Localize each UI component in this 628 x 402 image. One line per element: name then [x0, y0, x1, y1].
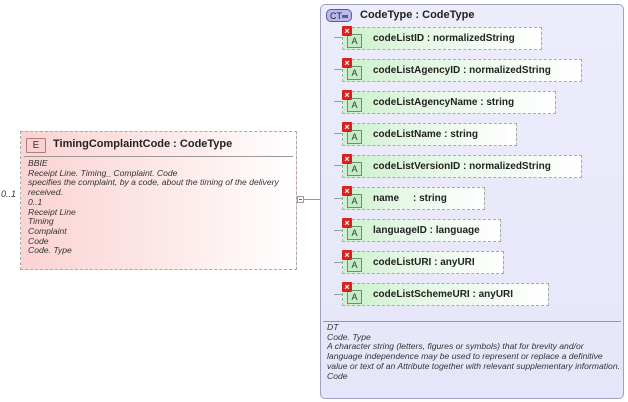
attribute-code-list-scheme-uri[interactable]: A × codeListSchemeURI : anyURI — [342, 282, 549, 306]
prohibited-x-icon: × — [342, 90, 352, 100]
attribute-code-list-version-id[interactable]: A × codeListVersionID : normalizedString — [342, 154, 582, 178]
attribute-connector — [334, 69, 342, 70]
attribute-connector — [334, 198, 342, 199]
attribute-label: codeListURI : anyURI — [373, 257, 475, 268]
complex-type-badge-icon: CT — [326, 9, 352, 22]
attribute-label: codeListSchemeURI : anyURI — [373, 289, 514, 300]
connector-line — [304, 199, 334, 200]
element-note-line: 0..1 — [28, 196, 43, 207]
attribute-connector — [334, 133, 342, 134]
element-note-line: Code — [28, 235, 49, 246]
element-note-line: specifies the complaint, by a code, abou… — [28, 177, 279, 198]
occurrence-label: 0..1 — [1, 189, 17, 199]
prohibited-x-icon: × — [342, 26, 352, 36]
element-note-line: BBIE — [28, 158, 48, 168]
attribute-code-list-agency-id[interactable]: A × codeListAgencyID : normalizedString — [342, 58, 582, 82]
type-note-line: DT — [327, 322, 339, 332]
prohibited-x-icon: × — [342, 58, 352, 68]
element-annotation: BBIE Receipt Line. Timing_ Complaint. Co… — [28, 158, 294, 256]
attribute-name[interactable]: A × name : string — [342, 186, 485, 210]
attribute-label: codeListVersionID : normalizedString — [373, 161, 551, 172]
type-note-line: Code. Type — [327, 331, 371, 342]
complex-type-divider — [323, 321, 621, 322]
prohibited-x-icon: × — [342, 218, 352, 228]
element-title: TimingComplaintCode : CodeType — [53, 138, 233, 150]
attribute-label: codeListAgencyID : normalizedString — [373, 65, 551, 76]
attribute-language-id[interactable]: A × languageID : language — [342, 218, 501, 242]
element-note-line: Timing — [28, 216, 54, 227]
attribute-connector — [334, 230, 342, 231]
attribute-code-list-agency-name[interactable]: A × codeListAgencyName : string — [342, 90, 556, 114]
attribute-label: codeListAgencyName : string — [373, 97, 515, 108]
attribute-connector — [334, 165, 342, 166]
attribute-label: languageID : language — [373, 225, 480, 236]
complex-type-annotation: DT Code. Type A character string (letter… — [327, 322, 621, 381]
attribute-badge-icon: A — [347, 290, 362, 304]
prohibited-x-icon: × — [342, 122, 352, 132]
prohibited-x-icon: × — [342, 250, 352, 260]
attribute-badge-icon: A — [347, 66, 362, 80]
element-note-line: Receipt Line. Timing_ Complaint. Code — [28, 167, 178, 178]
type-note-line: A character string (letters, figures or … — [327, 341, 620, 371]
element-note-line: Code. Type — [28, 245, 72, 256]
prohibited-x-icon: × — [342, 154, 352, 164]
attribute-connector — [334, 294, 342, 295]
attribute-badge-icon: A — [347, 194, 362, 208]
attribute-label: codeListName : string — [373, 129, 479, 140]
element-note-line: Receipt Line — [28, 206, 76, 217]
prohibited-x-icon: × — [342, 186, 352, 196]
collapse-toggle-icon[interactable] — [297, 196, 304, 203]
attribute-code-list-name[interactable]: A × codeListName : string — [342, 122, 517, 146]
attribute-badge-icon: A — [347, 162, 362, 176]
element-note-line: Complaint — [28, 225, 67, 236]
attribute-code-list-uri[interactable]: A × codeListURI : anyURI — [342, 250, 504, 274]
element-box[interactable]: E TimingComplaintCode : CodeType BBIE Re… — [20, 131, 297, 270]
attribute-badge-icon: A — [347, 34, 362, 48]
attribute-connector — [334, 37, 342, 38]
attribute-connector — [334, 262, 342, 263]
element-divider — [24, 156, 293, 157]
attribute-badge-icon: A — [347, 226, 362, 240]
attribute-code-list-id[interactable]: A × codeListID : normalizedString — [342, 26, 542, 50]
attribute-badge-icon: A — [347, 98, 362, 112]
element-badge-icon: E — [26, 138, 46, 153]
prohibited-x-icon: × — [342, 282, 352, 292]
attribute-label: name : string — [373, 193, 447, 204]
attribute-connector — [334, 101, 342, 102]
type-note-line: Code — [327, 370, 348, 381]
attribute-badge-icon: A — [347, 130, 362, 144]
attribute-badge-icon: A — [347, 258, 362, 272]
attribute-label: codeListID : normalizedString — [373, 33, 515, 44]
complex-type-title: CodeType : CodeType — [360, 9, 475, 21]
